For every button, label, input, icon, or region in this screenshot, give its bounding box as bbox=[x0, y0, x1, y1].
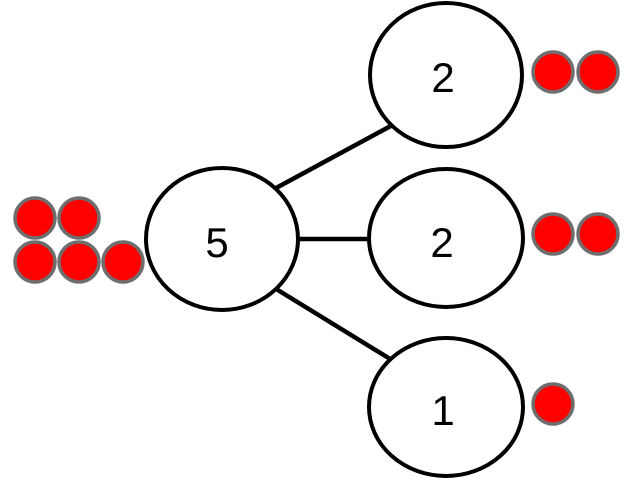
counter-group-part-bottom bbox=[531, 382, 575, 426]
counter-dot bbox=[57, 196, 101, 240]
counter-dot bbox=[101, 240, 145, 284]
counter-group-whole bbox=[13, 196, 145, 284]
part-node-bottom-label: 1 bbox=[431, 387, 454, 434]
counter-dot bbox=[576, 212, 620, 256]
counter-dot bbox=[531, 212, 575, 256]
counter-group-part-top bbox=[531, 50, 620, 94]
part-node-bottom-circle bbox=[367, 336, 525, 478]
whole-node: 5 bbox=[144, 166, 300, 312]
counter-dot bbox=[531, 382, 575, 426]
part-node-top: 2 bbox=[368, 1, 524, 149]
counter-dot bbox=[57, 240, 101, 284]
connector-whole-to-part-bottom bbox=[265, 281, 403, 368]
part-node-middle-label: 2 bbox=[430, 219, 453, 266]
connector-whole-to-part-top bbox=[262, 118, 403, 197]
part-node-middle-circle bbox=[367, 167, 525, 309]
part-node-top-label: 2 bbox=[431, 54, 454, 101]
part-node-middle: 2 bbox=[367, 167, 525, 309]
part-node-bottom: 1 bbox=[367, 336, 525, 478]
whole-node-circle bbox=[144, 166, 300, 312]
counter-dot bbox=[576, 50, 620, 94]
part-node-top-circle bbox=[368, 1, 524, 149]
counter-group-part-middle bbox=[531, 212, 620, 256]
counter-dot bbox=[13, 196, 57, 240]
counter-dot bbox=[13, 240, 57, 284]
whole-node-label: 5 bbox=[205, 219, 228, 266]
counter-dot bbox=[531, 50, 575, 94]
